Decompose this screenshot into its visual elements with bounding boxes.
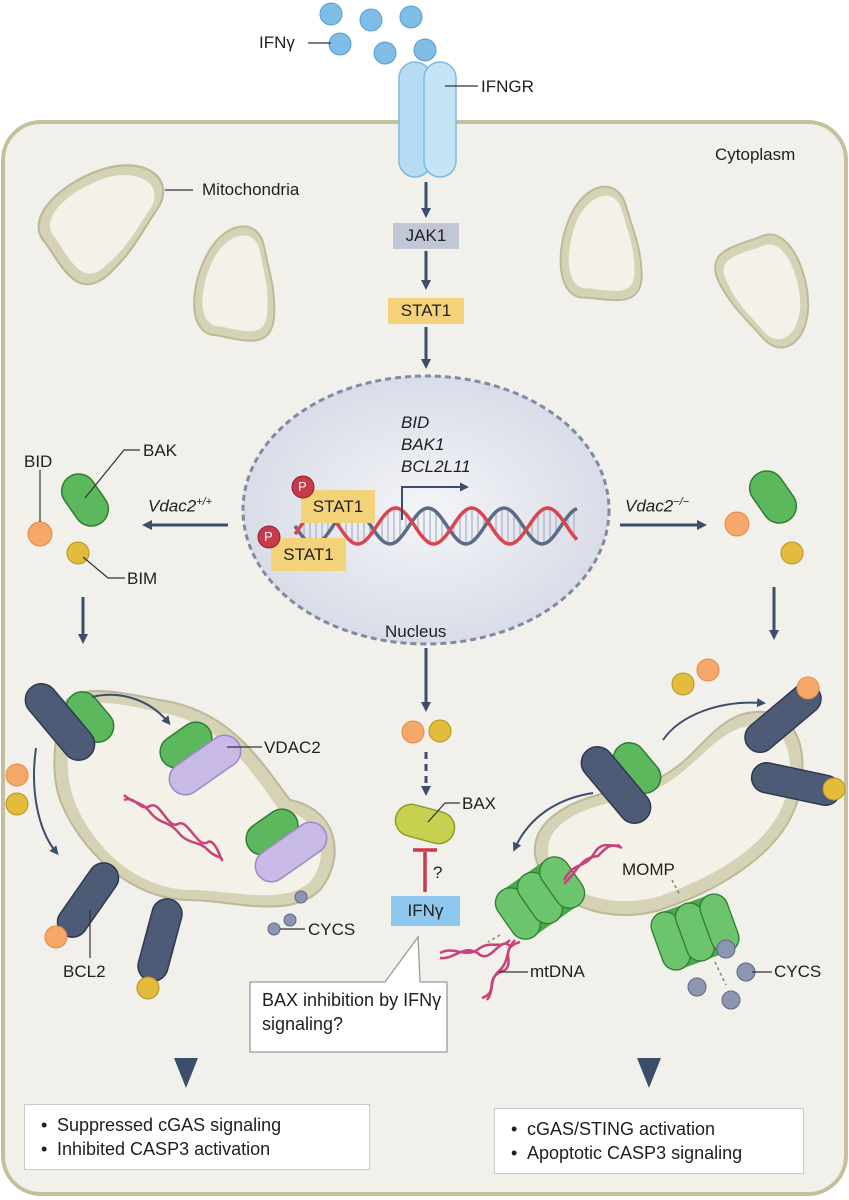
curved-arrow [91, 693, 171, 726]
bid-protein [401, 720, 425, 744]
outcome-box-ko: cGAS/STING activation Apoptotic CASP3 si… [494, 1108, 804, 1174]
bid-label: BID [24, 452, 53, 471]
callout-text: BAX inhibition by IFNγ signaling? [262, 990, 442, 1034]
outcome-box-wt: Suppressed cGAS signaling Inhibited CASP… [24, 1104, 370, 1170]
vdac2-label: VDAC2 [264, 738, 321, 757]
mitochondrion-ko [533, 710, 804, 917]
bak-protein [748, 470, 798, 524]
target-genes: BID BAK1 BCL2L11 [401, 412, 471, 478]
ifng-ligand [319, 2, 343, 26]
cytoplasm-label: Cytoplasm [715, 145, 796, 164]
stat1-nuclear-b [271, 538, 346, 571]
bid-protein [696, 658, 720, 682]
bcl2-bak-complex [24, 683, 115, 761]
bcl2-label: BCL2 [63, 962, 106, 981]
bim-protein [428, 719, 452, 743]
momp-label: MOMP [622, 860, 675, 879]
bim-protein [66, 541, 90, 565]
outcome-item: cGAS/STING activation [511, 1117, 789, 1141]
gene-bcl2l11: BCL2L11 [401, 457, 471, 476]
vdac2-wt-label: Vdac2+/+ [148, 492, 212, 517]
outcome-item: Inhibited CASP3 activation [41, 1137, 355, 1161]
bim-label: BIM [127, 569, 158, 588]
callout-bubble [249, 935, 448, 1053]
vdac2-ko-label: Vdac2−/− [625, 492, 689, 517]
cycs-right [687, 939, 756, 1010]
bak-vdac2-complex [159, 721, 242, 796]
vdac2-ko-text: Vdac2 [625, 496, 674, 516]
question-mark: ? [433, 863, 443, 882]
cycs-left [267, 890, 308, 936]
stat1-box [388, 298, 464, 324]
stat1-b-label: STAT1 [283, 545, 334, 564]
jak1-box [393, 223, 459, 249]
ifng-label: IFNγ [259, 33, 295, 52]
mtdna-label: mtDNA [530, 962, 585, 981]
ifng-ligands [319, 2, 437, 65]
ifngr-label: IFNGR [481, 77, 534, 96]
ifng-ligand [328, 32, 352, 56]
vdac2-ko-genotype: −/− [673, 496, 690, 508]
bcl2-protein [136, 898, 183, 1000]
transcription-start-arrow [401, 482, 469, 520]
bid-protein [27, 521, 53, 547]
vdac2-wt-text: Vdac2 [148, 496, 197, 516]
ifng-box-label: IFNγ [407, 901, 444, 920]
mitochondria-label: Mitochondria [202, 180, 300, 199]
bid-protein [5, 763, 29, 787]
phospho-icon [257, 525, 281, 549]
vdac2-wt-genotype: +/+ [196, 496, 213, 508]
bim-protein [780, 541, 804, 565]
jak1-label: JAK1 [405, 226, 447, 245]
stat1-nuclear-a [301, 490, 375, 523]
bak-protein [60, 473, 110, 527]
ifng-ligand [373, 41, 397, 65]
bim-protein [671, 672, 695, 696]
bim-protein [5, 792, 29, 816]
curved-arrow [33, 747, 59, 856]
bcl2-protein [750, 762, 846, 806]
phospho-icon [291, 475, 315, 499]
bak-label: BAK [143, 441, 178, 460]
phospho-label: P [264, 529, 273, 544]
bax-protein [394, 803, 456, 845]
ifng-ligand [399, 5, 423, 29]
ifng-ligand [359, 8, 383, 32]
gene-bak1: BAK1 [401, 435, 445, 454]
bcl2-protein [744, 676, 822, 754]
bax-label: BAX [462, 794, 497, 813]
ifng-box [391, 896, 460, 926]
outcome-item: Suppressed cGAS signaling [41, 1113, 355, 1137]
stat1-label: STAT1 [400, 301, 452, 320]
cycs-right-label: CYCS [774, 962, 822, 981]
bak-vdac2-complex [245, 808, 328, 883]
ifng-ligand [413, 38, 437, 62]
gene-bid: BID [401, 413, 430, 432]
stat1-a-label: STAT1 [312, 497, 364, 516]
outcome-item: Apoptotic CASP3 signaling [511, 1141, 789, 1165]
curved-arrow [662, 698, 766, 741]
bak-oligomer-pore [494, 856, 586, 940]
curved-arrow [512, 792, 594, 852]
bcl2-bak-complex [580, 742, 662, 824]
phospho-label: P [298, 479, 307, 494]
nucleus-label: Nucleus [385, 622, 447, 641]
bcl2-protein [44, 862, 120, 949]
bid-protein [724, 511, 750, 537]
ifngr-receptor [398, 61, 478, 178]
cycs-left-label: CYCS [308, 920, 356, 939]
